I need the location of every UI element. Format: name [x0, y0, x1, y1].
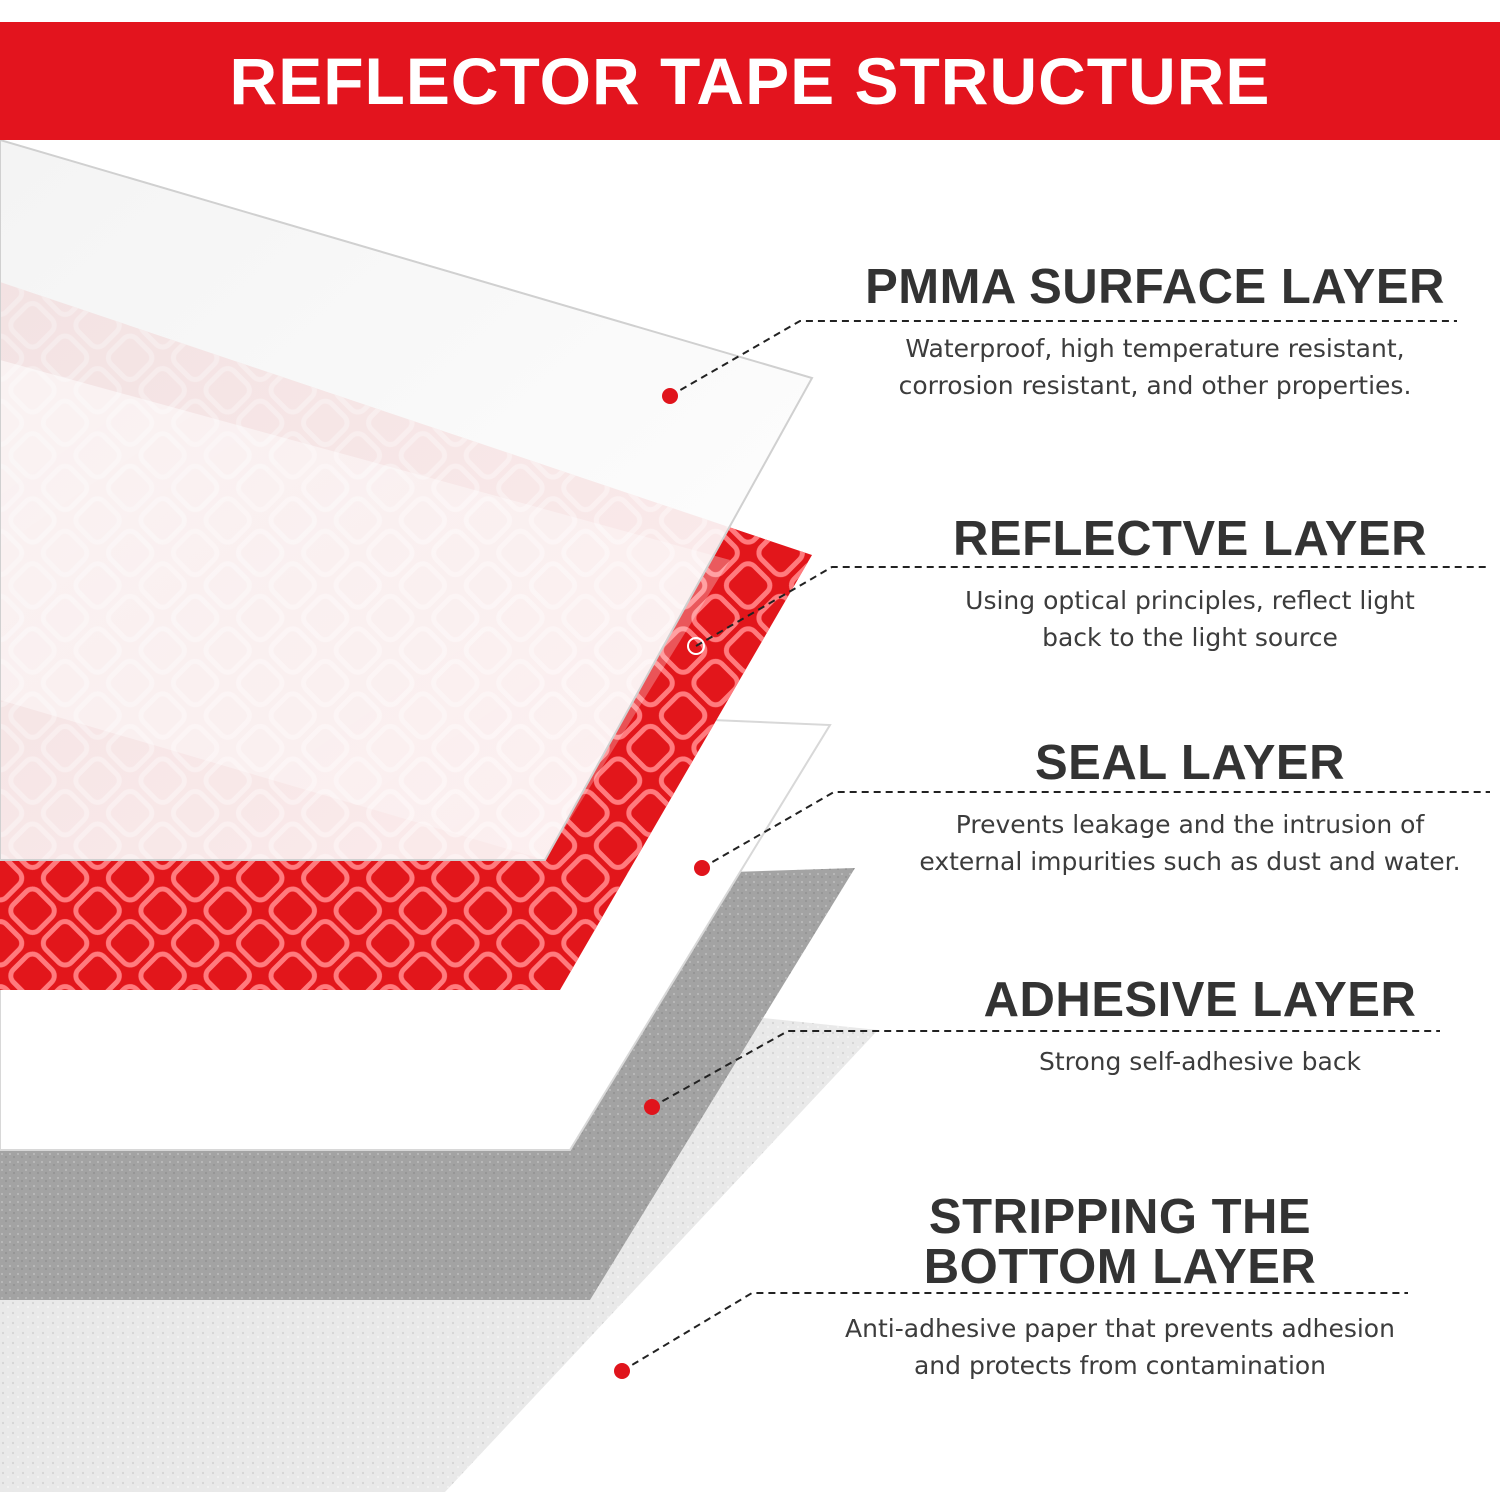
layer-desc-seal: Prevents leakage and the intrusion of ex…	[880, 806, 1500, 880]
callout-reflective: REFLECTVE LAYER Using optical principles…	[880, 514, 1500, 656]
marker-dot-pmma	[662, 388, 678, 404]
layer-desc-adhesive: Strong self-adhesive back	[920, 1043, 1480, 1080]
layer-desc-stripping: Anti-adhesive paper that prevents adhesi…	[800, 1310, 1440, 1384]
marker-dot-reflective	[687, 637, 705, 655]
layer-desc-line: corrosion resistant, and other propertie…	[898, 371, 1412, 400]
layer-title-reflective: REFLECTVE LAYER	[953, 512, 1427, 566]
layer-desc-line: and protects from contamination	[913, 1351, 1327, 1380]
layer-title-seal: SEAL LAYER	[1035, 736, 1345, 790]
layer-desc-line: Strong self-adhesive back	[1038, 1047, 1362, 1076]
layer-desc-line: Waterproof, high temperature resistant,	[905, 334, 1405, 363]
callout-pmma: PMMA SURFACE LAYER Waterproof, high temp…	[840, 262, 1470, 404]
leader-line-seal	[701, 791, 1490, 869]
layer-title-stripping: STRIPPING THE BOTTOM LAYER	[800, 1192, 1440, 1292]
layer-desc-line: external impurities such as dust and wat…	[919, 847, 1461, 876]
marker-dot-seal	[694, 860, 710, 876]
layer-title-adhesive: ADHESIVE LAYER	[983, 973, 1417, 1027]
layer-desc-line: Using optical principles, reflect light	[965, 586, 1415, 615]
leader-line-stripping	[621, 1292, 1408, 1372]
callout-seal: SEAL LAYER Prevents leakage and the intr…	[880, 738, 1500, 880]
layer-title-line: STRIPPING THE	[928, 1190, 1312, 1244]
layer-title-pmma: PMMA SURFACE LAYER	[865, 260, 1445, 314]
leader-line-reflective	[695, 566, 1490, 647]
pmma-surface-layer	[0, 138, 814, 861]
marker-dot-stripping	[614, 1363, 630, 1379]
layer-title-line: BOTTOM LAYER	[923, 1240, 1317, 1294]
page-title: REFLECTOR TAPE STRUCTURE	[229, 44, 1271, 118]
layer-desc-line: Anti-adhesive paper that prevents adhesi…	[845, 1314, 1395, 1343]
marker-dot-adhesive	[644, 1099, 660, 1115]
callout-stripping: STRIPPING THE BOTTOM LAYER Anti-adhesive…	[800, 1192, 1440, 1384]
leader-lines	[621, 320, 1490, 1372]
layer-desc-reflective: Using optical principles, reflect light …	[880, 582, 1500, 656]
layer-desc-line: Prevents leakage and the intrusion of	[955, 810, 1425, 839]
title-banner: REFLECTOR TAPE STRUCTURE	[0, 22, 1500, 140]
layer-desc-line: back to the light source	[1042, 623, 1338, 652]
leader-line-adhesive	[651, 1030, 1440, 1108]
callout-adhesive: ADHESIVE LAYER Strong self-adhesive back	[920, 975, 1480, 1080]
layer-desc-pmma: Waterproof, high temperature resistant, …	[840, 330, 1470, 404]
leader-line-pmma	[669, 320, 1457, 397]
